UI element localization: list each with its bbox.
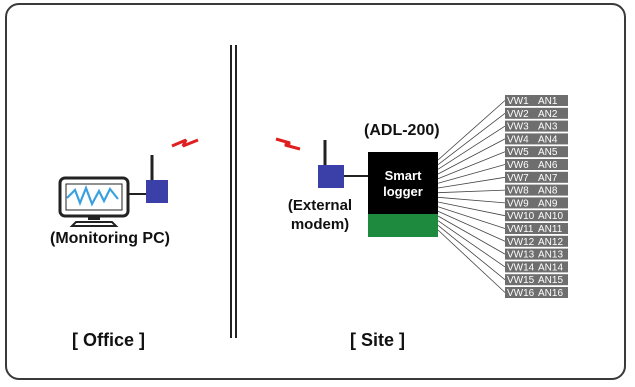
channel-an-label: AN12 <box>538 237 563 248</box>
channel-wire <box>437 125 506 170</box>
channel-vw-label: VW15 <box>507 275 535 286</box>
channel-box <box>505 133 568 145</box>
channel-box <box>505 287 568 298</box>
channel-wire <box>437 112 506 166</box>
logger-label-line2: logger <box>383 184 423 199</box>
channel-box <box>505 107 568 119</box>
channel-box <box>505 184 568 196</box>
channel-wire <box>437 215 506 255</box>
channel-box <box>505 197 568 209</box>
wireless-signal-icon <box>275 137 301 151</box>
site-modem <box>318 165 344 188</box>
channel-wire <box>437 176 506 189</box>
channel-an-label: AN3 <box>538 122 558 133</box>
office-section-label: [ Office ] <box>72 330 146 350</box>
channel-vw-label: VW6 <box>507 160 529 171</box>
channel-vw-label: VW9 <box>507 198 529 209</box>
channel-an-label: AN5 <box>538 147 558 158</box>
channel-wire <box>437 201 506 217</box>
channel-vw-label: VW5 <box>507 147 529 158</box>
channel-wire <box>437 164 506 184</box>
channel-box <box>505 223 568 234</box>
channel-box <box>505 95 568 106</box>
channel-wire <box>437 210 506 242</box>
channel-an-label: AN11 <box>538 224 563 235</box>
channel-wire <box>437 100 506 161</box>
channel-wire <box>437 206 506 229</box>
channel-an-label: AN15 <box>538 275 563 286</box>
logger-body <box>368 152 438 214</box>
channel-box <box>505 146 568 158</box>
channel-wire <box>437 196 506 204</box>
channel-wire <box>437 138 506 175</box>
channel-vw-label: VW10 <box>507 211 535 222</box>
channel-vw-label: VW4 <box>507 134 529 145</box>
channel-an-label: AN6 <box>538 160 558 171</box>
modem-label-line1: (External <box>287 197 353 214</box>
channel-vw-label: VW11 <box>507 224 534 235</box>
channel-box <box>505 120 568 132</box>
channel-wire <box>437 151 506 180</box>
logger-base <box>368 214 438 237</box>
channel-an-label: AN10 <box>538 211 563 222</box>
channel-wire <box>437 189 506 194</box>
channel-wire <box>437 229 506 293</box>
channel-vw-label: VW16 <box>507 288 535 299</box>
channel-box <box>505 171 568 183</box>
channel-box <box>505 159 568 170</box>
channel-box <box>505 274 568 286</box>
site-section-label: [ Site ] <box>350 330 406 350</box>
channel-an-label: AN2 <box>538 109 558 120</box>
channel-an-label: AN13 <box>538 250 563 261</box>
pc-label: (Monitoring PC) <box>50 230 170 247</box>
channel-an-label: AN14 <box>538 262 563 273</box>
logger-label: Smart logger <box>368 168 438 200</box>
wireless-signal-icon <box>171 138 199 148</box>
office-modem <box>146 180 168 203</box>
channel-vw-label: VW2 <box>507 109 529 120</box>
modem-label-line2: modem) <box>290 216 350 233</box>
channel-box <box>505 235 568 247</box>
channel-an-label: AN4 <box>538 134 558 145</box>
modem-label: (External modem) <box>280 196 360 234</box>
channel-box <box>505 210 568 222</box>
channel-vw-label: VW1 <box>507 96 529 107</box>
channel-wire <box>437 220 506 268</box>
channel-an-label: AN9 <box>538 198 558 209</box>
channel-box <box>505 248 568 260</box>
channel-vw-label: VW12 <box>507 237 535 248</box>
channel-an-label: AN1 <box>538 96 558 107</box>
channel-vw-label: VW3 <box>507 122 529 133</box>
channel-vw-label: VW13 <box>507 250 535 261</box>
logger-label-line1: Smart <box>384 168 422 183</box>
monitor-icon <box>58 176 130 227</box>
channel-an-label: AN8 <box>538 186 558 197</box>
logger-model-label: (ADL-200) <box>364 122 440 139</box>
channel-an-label: AN16 <box>538 288 563 299</box>
channel-wire <box>437 224 506 281</box>
channel-vw-label: VW8 <box>507 186 529 197</box>
channel-an-label: AN7 <box>538 173 558 184</box>
channel-box <box>505 261 568 273</box>
channel-vw-label: VW14 <box>507 262 535 273</box>
channel-vw-label: VW7 <box>507 173 529 184</box>
